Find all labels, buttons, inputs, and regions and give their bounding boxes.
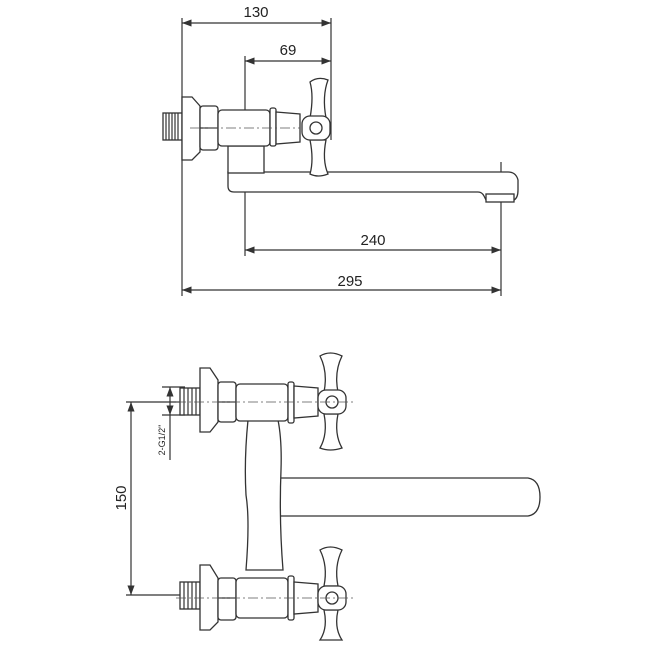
- front-dimension-lines: [126, 386, 190, 596]
- front-view: 150 2-G1/2": [113, 352, 541, 641]
- dim-69-label: 69: [280, 42, 297, 59]
- dim-130-label: 130: [243, 4, 268, 21]
- side-view: 130 69 240 295: [162, 4, 519, 296]
- front-faucet-body: [176, 352, 541, 641]
- dim-295-label: 295: [337, 273, 362, 290]
- dim-240-label: 240: [360, 232, 385, 249]
- dim-150-label: 150: [113, 485, 130, 510]
- bottom-valve: [176, 546, 355, 641]
- top-valve: [176, 352, 355, 451]
- side-faucet-body: [162, 77, 519, 203]
- thread-spec-label: 2-G1/2": [157, 425, 167, 456]
